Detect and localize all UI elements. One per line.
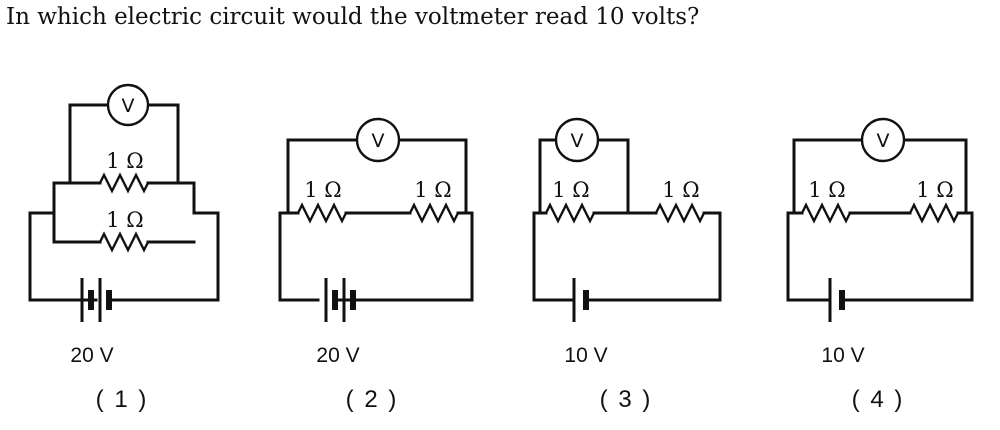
circuit-1: V 1 Ω 1 Ω 20 V ( 1 ) <box>28 83 220 413</box>
resistor-label: 1 Ω <box>916 178 953 202</box>
circuit-3-wire <box>532 138 722 302</box>
circuit-number: ( 4 ) <box>852 386 905 413</box>
battery <box>324 278 356 322</box>
resistor-label: 1 Ω <box>106 149 143 173</box>
source-voltage: 10 V <box>564 344 607 367</box>
source-voltage: 10 V <box>821 344 864 367</box>
resistor <box>408 202 460 224</box>
resistor <box>296 202 348 224</box>
source-voltage: 20 V <box>70 344 113 367</box>
voltmeter-symbol: V <box>122 95 135 117</box>
question-text: In which electric circuit would the volt… <box>6 4 700 30</box>
resistor <box>654 202 706 224</box>
resistor <box>908 202 960 224</box>
resistor <box>800 202 852 224</box>
voltmeter <box>106 83 150 127</box>
voltmeter <box>355 117 401 163</box>
resistor <box>98 172 150 194</box>
voltmeter <box>860 117 906 163</box>
resistor-label: 1 Ω <box>552 178 589 202</box>
voltmeter-symbol: V <box>372 130 385 152</box>
resistor-label: 1 Ω <box>304 178 341 202</box>
battery <box>828 278 845 322</box>
circuit-number: ( 2 ) <box>346 386 399 413</box>
circuit-3: V 1 Ω 1 Ω 10 V ( 3 ) <box>532 117 722 413</box>
circuit-2: V 1 Ω 1 Ω 20 V ( 2 ) <box>278 117 474 413</box>
battery <box>80 278 112 322</box>
circuit-4-wire <box>786 138 974 302</box>
resistor-label: 1 Ω <box>414 178 451 202</box>
resistor-label: 1 Ω <box>808 178 845 202</box>
voltmeter-symbol: V <box>877 130 890 152</box>
source-voltage: 20 V <box>316 344 359 367</box>
circuit-2-wire <box>278 138 474 302</box>
circuit-1-wire <box>28 103 220 302</box>
circuit-4: V 1 Ω 1 Ω 10 V ( 4 ) <box>786 117 974 413</box>
resistor-label: 1 Ω <box>106 208 143 232</box>
battery <box>572 278 589 322</box>
resistor <box>544 202 596 224</box>
circuit-number: ( 3 ) <box>600 386 653 413</box>
circuit-number: ( 1 ) <box>96 386 149 413</box>
voltmeter <box>554 117 600 163</box>
voltmeter-symbol: V <box>571 130 584 152</box>
resistor-label: 1 Ω <box>662 178 699 202</box>
resistor <box>98 231 150 253</box>
